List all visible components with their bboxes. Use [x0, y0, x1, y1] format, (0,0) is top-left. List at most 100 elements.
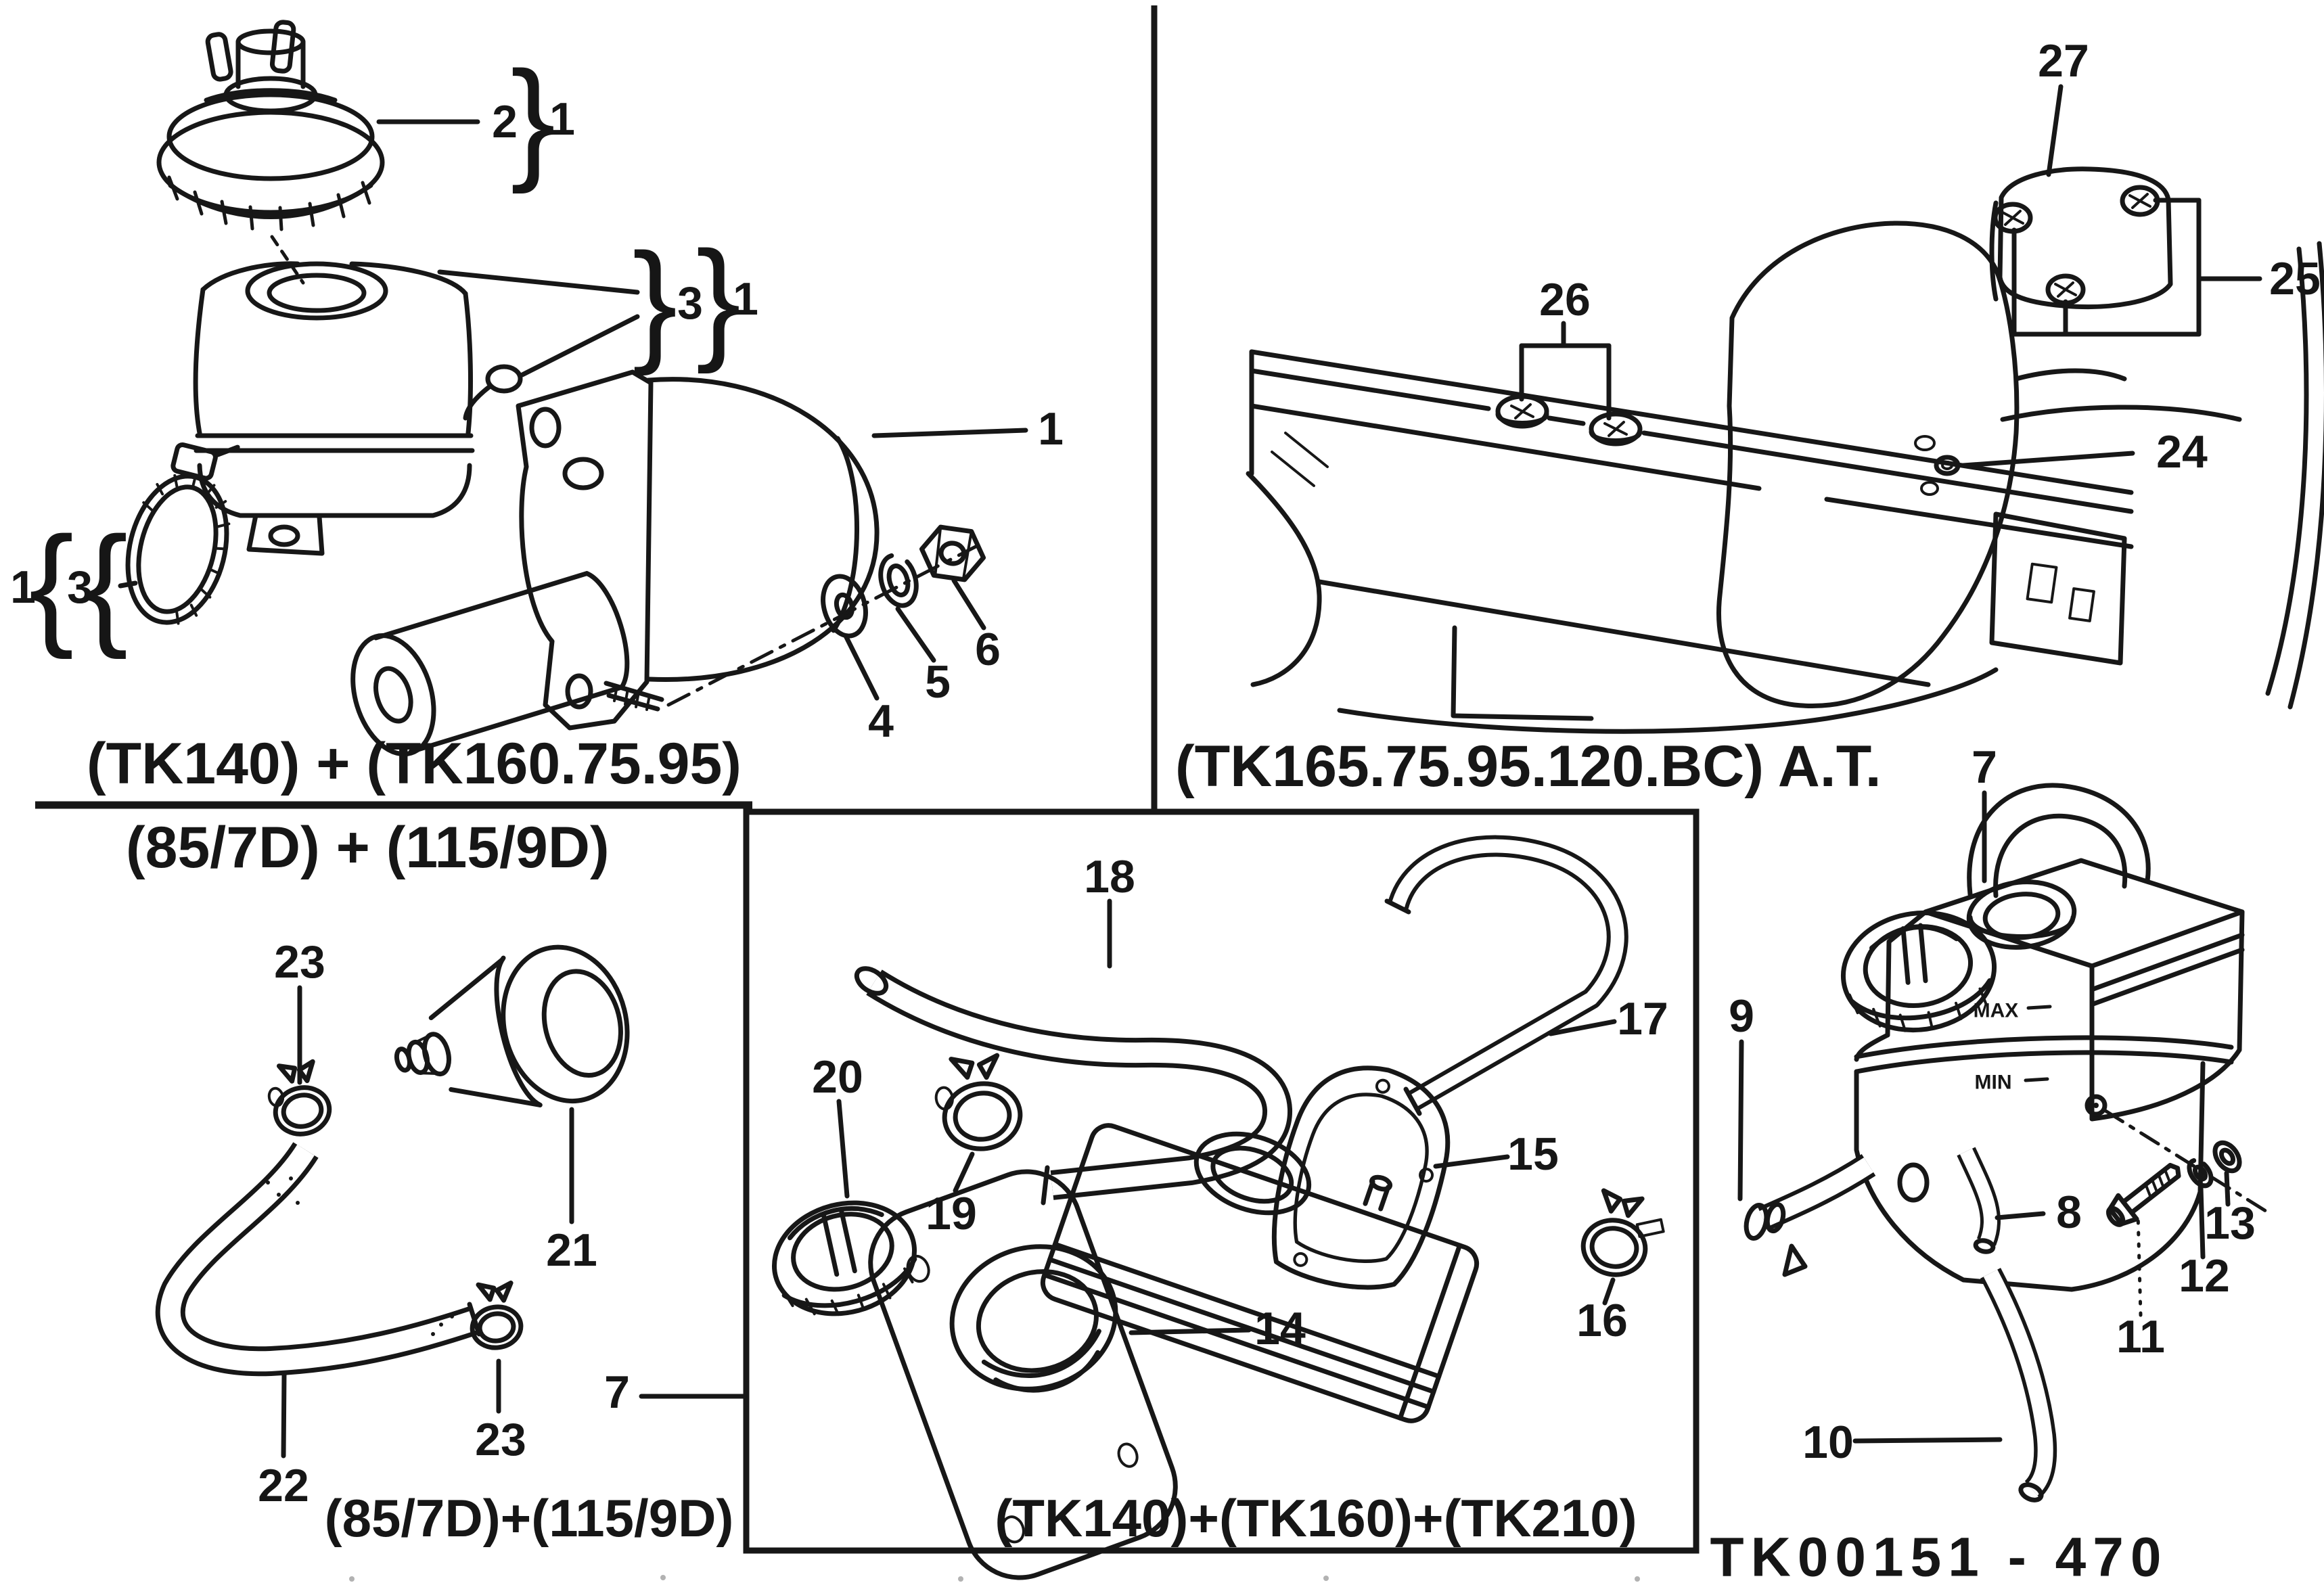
- hose-clamp-drawing: [125, 442, 240, 625]
- firewall-outline: [1716, 221, 2020, 708]
- panel-edge-line-2: [2013, 368, 2127, 382]
- part-label-cover: 27: [2038, 35, 2089, 87]
- bolt-axis-dashdot: [2103, 1109, 2270, 1214]
- bolt-threads: [2144, 1168, 2172, 1199]
- hose-texture-dots: [266, 1176, 454, 1336]
- part-label-reservoir: 3: [677, 277, 703, 329]
- washer-13-drawing: [2212, 1140, 2242, 1174]
- leader-clamp-19: [953, 1151, 975, 1193]
- max-mark: MAX: [1974, 1000, 2019, 1022]
- bracket-plate-25: [2011, 198, 2262, 337]
- tank-seam-1: [1854, 1035, 2234, 1059]
- bolt-26b-drawing: [1589, 411, 1643, 446]
- leader-reservoir-fitting: [520, 314, 640, 377]
- part-label-hose-8: 8: [2056, 1187, 2082, 1238]
- fender-curve-1: [2265, 246, 2309, 696]
- part-label-clamp-23a: 23: [274, 936, 325, 988]
- reservoir-kit-drawing: 18 20 19 17 15 16 14 (TK140)+(TK160)+(TK…: [743, 808, 1700, 1580]
- spring-washer-12-drawing: [2187, 1157, 2214, 1189]
- leader-washer-12: [2198, 1185, 2206, 1260]
- part-label-nut: 6: [975, 624, 1001, 675]
- cover-plate-drawing: [1989, 166, 2173, 309]
- clamp-16-drawing: [1580, 1188, 1665, 1277]
- part-label-washer-12: 12: [2179, 1250, 2230, 1302]
- cap-knurl-ticks: [167, 175, 371, 231]
- clamp-23a-drawing: [267, 1059, 332, 1137]
- caption-hose-kit-models: (85/7D)+(115/9D): [325, 1488, 734, 1548]
- leader-hose-10: [1852, 1437, 2003, 1444]
- part-label-clamp-16: 16: [1576, 1295, 1628, 1346]
- mounting-plate: [868, 1169, 1178, 1580]
- tank-seam-2: [1854, 1050, 2234, 1074]
- leader-washer-13: [2224, 1170, 2231, 1207]
- leader-gasket-15: [1433, 1154, 1510, 1169]
- leader-hose-8: [1995, 1211, 2046, 1220]
- grommet-drawing: [1934, 455, 1961, 476]
- hose-22-drawing: [155, 1141, 482, 1377]
- brake-booster-drawing: [350, 369, 980, 757]
- tank-handle-inner: [1993, 813, 2128, 898]
- grommet-fitting: [485, 364, 523, 394]
- part-label-assembly-7: 7: [1972, 741, 1997, 793]
- part-label-spring-washer: 5: [925, 656, 951, 708]
- frame-rail-drawing: [1246, 349, 2134, 734]
- leader-nut: [951, 578, 986, 630]
- brace-clamp-icon: {: [83, 509, 129, 660]
- scan-noise-dots: [349, 1575, 1640, 1582]
- part-label-plate-group: 25: [2269, 253, 2321, 304]
- valve-21-drawing: [394, 944, 630, 1107]
- fender-curve-2: [2287, 241, 2324, 710]
- part-label-cap-20: 20: [812, 1051, 863, 1103]
- cap-20-drawing: [771, 1200, 917, 1316]
- outlet-9-drawing: [1744, 1154, 1876, 1277]
- brace-reservoir-icon: }: [696, 224, 742, 375]
- booster-assembly-drawing: 2 } 1 } 3 } 1 1 1 { 3 { 4 5 6 (TK140) + …: [10, 20, 1064, 880]
- brace-clamp-tall-icon: {: [29, 509, 74, 660]
- caption-panel-models: (TK165.75.95.120.BC) A.T.: [1175, 734, 1882, 799]
- hose-8-drawing: [1957, 1147, 2001, 1254]
- hose-kit-drawing: 23 21 22 23 7 (85/7D)+(115/9D): [155, 936, 747, 1548]
- bolt-11-drawing: [2105, 1163, 2181, 1227]
- part-label-grommet: 24: [2156, 426, 2208, 478]
- leader-outlet-9: [1737, 1039, 1744, 1201]
- mounting-stud: [603, 681, 664, 712]
- leader-reservoir-14: [1129, 1327, 1252, 1335]
- remote-reservoir-drawing: MAX MIN: [1729, 741, 2270, 1502]
- drawing-number: TK00151 - 470: [1710, 1527, 2168, 1583]
- part-label-clamp-19: 19: [926, 1188, 977, 1239]
- kit-box-frame: [743, 808, 1700, 1554]
- tank-side-hole: [2084, 1094, 2107, 1117]
- leader-hose-17: [1548, 1019, 1617, 1036]
- vent-nipple: [1363, 1174, 1393, 1212]
- reservoir-14-drawing: [868, 1123, 1480, 1580]
- part-label-cap: 2: [492, 96, 518, 147]
- hose-17-drawing: [1384, 835, 1628, 1116]
- leader-spring-washer: [895, 606, 936, 663]
- cover-screw-top: [2120, 185, 2160, 217]
- part-label-bolt-11: 11: [2116, 1311, 2165, 1362]
- leader-booster: [871, 428, 1028, 438]
- min-tick: [2024, 1077, 2049, 1082]
- kit-box-label: 7: [604, 1367, 630, 1418]
- part-label-booster: 1: [1038, 403, 1064, 455]
- clamp-band-ticks: [142, 474, 231, 625]
- brace-reservoir-tall-icon: }: [633, 226, 678, 377]
- spring-washer-drawing: [878, 553, 919, 608]
- part-label-hose-22: 22: [258, 1460, 309, 1511]
- hose-18-drawing: [854, 966, 1292, 1206]
- remote-cap-knurl: [1848, 987, 1988, 1032]
- part-label-bolts: 26: [1539, 274, 1591, 325]
- clamp-19-drawing: [934, 1053, 1023, 1151]
- part-label-clamp-23b: 23: [475, 1414, 526, 1465]
- tank-lower-body: [1854, 1061, 2206, 1292]
- part-label-hose-17: 17: [1617, 993, 1668, 1045]
- cap20-knurl-ticks: [781, 1267, 914, 1316]
- leader-hose-22: [281, 1372, 287, 1459]
- brace-cap-group-icon: }: [511, 44, 556, 195]
- assembly-axis-dashdot: [666, 543, 980, 707]
- caption-booster-models-2: (85/7D) + (115/9D): [126, 815, 610, 880]
- part-label-gasket-15: 15: [1507, 1128, 1559, 1180]
- part-label-reservoir-14: 14: [1254, 1303, 1306, 1354]
- washer-drawing: [821, 574, 868, 639]
